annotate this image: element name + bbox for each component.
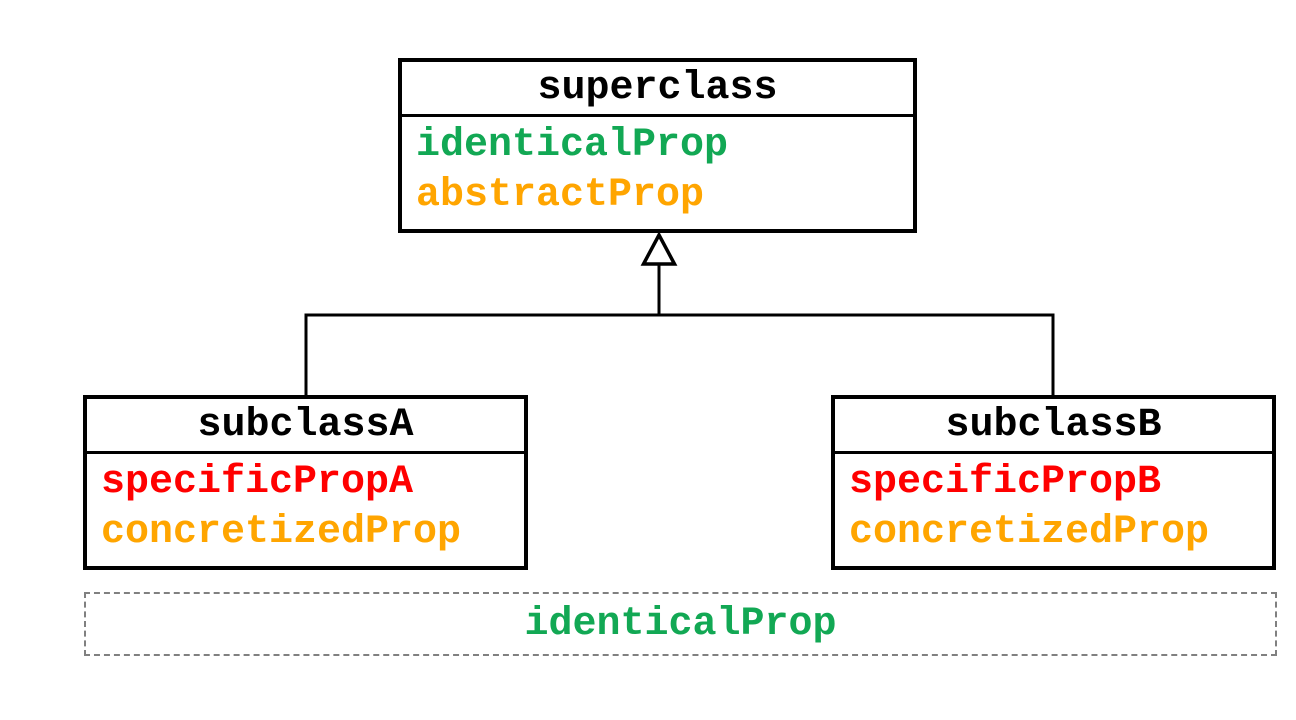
class-box-subclass-a: subclassA specificPropA concretizedProp <box>83 395 528 570</box>
class-property-specific-b: specificPropB <box>849 460 1162 505</box>
shared-property-note-label: identicalProp <box>524 601 837 647</box>
generalization-arrowhead-icon <box>640 231 678 266</box>
class-title-superclass: superclass <box>402 62 913 117</box>
class-property-abstract: abstractProp <box>416 173 705 218</box>
class-title-subclass-a: subclassA <box>87 399 524 454</box>
class-box-subclass-b: subclassB specificPropB concretizedProp <box>831 395 1276 570</box>
class-properties-subclass-a: specificPropA concretizedProp <box>87 454 524 558</box>
class-properties-superclass: identicalProp abstractProp <box>402 117 913 221</box>
class-box-superclass: superclass identicalProp abstractProp <box>398 58 917 233</box>
class-title-subclass-b: subclassB <box>835 399 1272 454</box>
class-property-specific-a: specificPropA <box>101 460 414 505</box>
class-property-concretized-b: concretizedProp <box>849 510 1210 555</box>
shared-property-note: identicalProp <box>84 592 1277 656</box>
class-properties-subclass-b: specificPropB concretizedProp <box>835 454 1272 558</box>
class-property-identical: identicalProp <box>416 123 729 168</box>
class-property-concretized-a: concretizedProp <box>101 510 462 555</box>
